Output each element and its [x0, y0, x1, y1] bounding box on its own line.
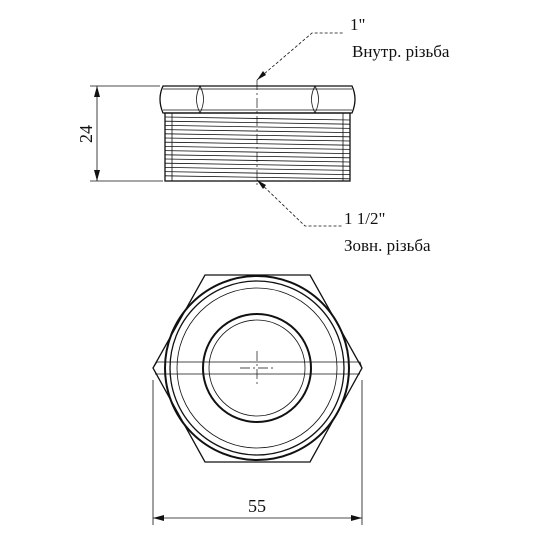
top-view: 55 [152, 274, 363, 525]
thread-line [164, 133, 351, 138]
side-view: 24 1" Внутр. різьба 1 1/2" Зовн. різьба [76, 15, 450, 255]
thread-line [164, 137, 351, 142]
thread-line [164, 150, 351, 154]
thread-root-circle [169, 280, 345, 456]
hex-outline [152, 274, 363, 463]
inner-thread-leader [256, 32, 343, 81]
thread-line [164, 120, 351, 125]
thread-line [164, 125, 351, 129]
chamfer-circle [176, 287, 338, 449]
outer-thread-size: 1 1/2" [344, 209, 385, 228]
thread-line [164, 146, 351, 150]
height-dimension-value: 24 [76, 125, 96, 143]
hex-nut-profile [159, 85, 356, 114]
outer-thread-label: Зовн. різьба [344, 236, 431, 255]
outer-thread-circle [164, 275, 350, 461]
thread-line [164, 141, 351, 146]
height-dimension: 24 [76, 85, 163, 182]
width-dimension-value: 55 [248, 496, 266, 516]
thread-line [164, 154, 351, 159]
thread-line [164, 167, 351, 171]
thread-line [164, 129, 351, 133]
outer-thread-leader [256, 179, 343, 227]
inner-bore-inner-circle [208, 319, 306, 417]
thread-line [164, 116, 351, 121]
inner-thread-size: 1" [350, 15, 365, 34]
inner-thread-label: Внутр. різьба [352, 42, 450, 61]
external-thread-profile [164, 112, 351, 182]
thread-line [164, 171, 351, 175]
thread-line [164, 158, 351, 163]
width-dimension: 55 [152, 380, 363, 525]
inner-bore-circle [202, 313, 312, 423]
thread-line [164, 175, 351, 180]
thread-line [164, 162, 351, 167]
